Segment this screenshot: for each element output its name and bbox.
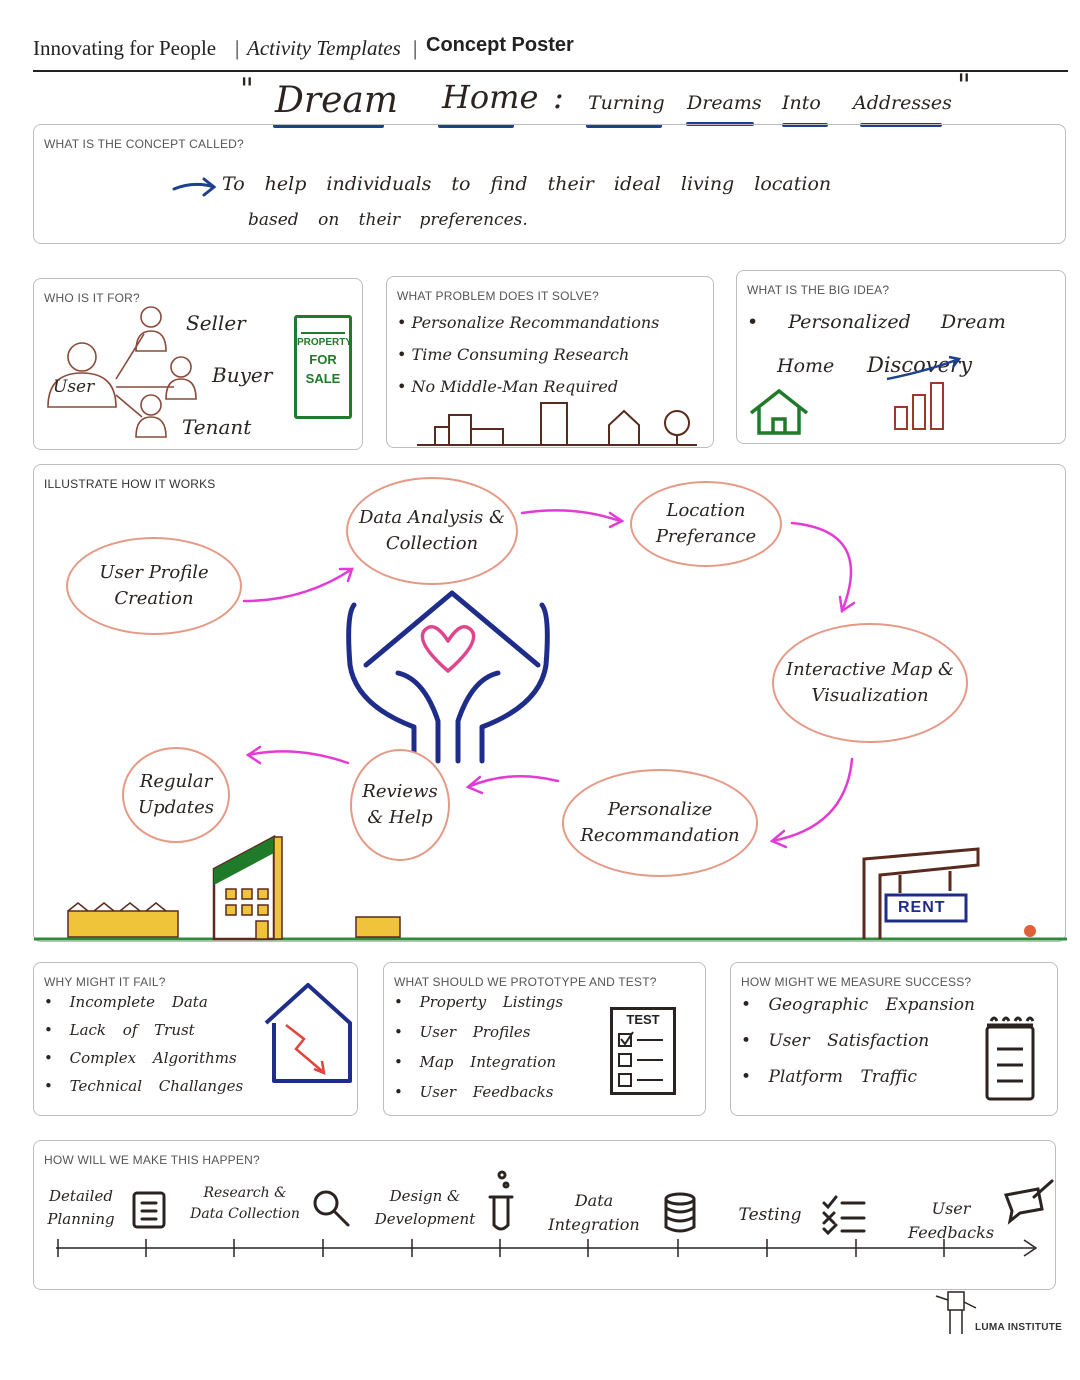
title-word: Addresses [853, 92, 952, 114]
title-word: Home [442, 78, 539, 116]
sign-line: SALE [305, 371, 341, 386]
title-word: Turning [588, 92, 665, 114]
database-icon [664, 1192, 696, 1233]
apartment-building-icon [212, 834, 283, 941]
step-regular-updates: Regular Updates [122, 747, 230, 843]
magnifier-icon [313, 1190, 350, 1227]
fail-item: • Technical Challanges [44, 1077, 244, 1095]
timeline-step: Research &Data Collection [190, 1185, 300, 1222]
user-network-diagram [47, 306, 197, 438]
fail-item: • Complex Algorithms [44, 1049, 237, 1067]
happen-label: HOW WILL WE MAKE THIS HAPPEN? [44, 1153, 260, 1167]
test-card-title: TEST [626, 1012, 660, 1027]
illustrate-section: ILLUSTRATE HOW IT WORKS [33, 464, 1067, 942]
problem-item: • Personalize Recommandations [397, 313, 660, 332]
tenant-label: Tenant [182, 415, 252, 439]
rent-sign-text: RENT [898, 899, 946, 916]
concept-line-2: based on their preferences. [248, 210, 528, 230]
concept-section: WHAT IS THE CONCEPT CALLED? To help indi… [33, 124, 1066, 244]
prototype-item: • User Feedbacks [394, 1083, 554, 1101]
step-reviews-help: Reviews & Help [350, 749, 450, 861]
title-colon: : [553, 78, 564, 116]
title-word: Dream [275, 80, 398, 121]
concept-line-1: To help individuals to find their ideal … [222, 173, 832, 195]
title-underlines [273, 122, 942, 128]
timeline [56, 1170, 1054, 1257]
city-skyline-icon [417, 402, 697, 446]
seller-label: Seller [186, 311, 246, 335]
fail-item: • Incomplete Data [44, 993, 208, 1011]
hands-heart-house-icon [346, 590, 550, 764]
prototype-section: WHAT SHOULD WE PROTOTYPE AND TEST? • Pro… [383, 962, 706, 1116]
prototype-label: WHAT SHOULD WE PROTOTYPE AND TEST? [394, 975, 657, 989]
feedback-pen-icon [1003, 1179, 1054, 1225]
step-personalize: Personalize Recommandation [562, 769, 758, 877]
header-page-name: Concept Poster [426, 34, 574, 56]
idea-line-2a: Home [777, 355, 835, 377]
title-word: Dreams [687, 92, 762, 114]
flow-arrows [34, 509, 1067, 941]
home-growth-icon [749, 355, 962, 435]
user-label: User [53, 377, 95, 397]
measure-item: • Platform Traffic [741, 1067, 918, 1087]
ground-decorations [34, 834, 1067, 941]
title-open-quote: " [240, 72, 254, 107]
problem-item: • No Middle-Man Required [397, 377, 619, 396]
small-fence-icon [355, 916, 401, 938]
test-tube-icon [488, 1170, 514, 1231]
step-data-analysis: Data Analysis & Collection [346, 477, 518, 585]
luma-mascot-icon [935, 1291, 977, 1334]
sign-line: PROPERTY [297, 337, 353, 348]
header-separator: | [235, 36, 240, 60]
concept-label: WHAT IS THE CONCEPT CALLED? [44, 137, 244, 151]
problem-label: WHAT PROBLEM DOES IT SOLVE? [397, 289, 599, 303]
step-location-preference: Location Preferance [630, 481, 782, 567]
measure-item: • Geographic Expansion [741, 995, 975, 1015]
property-sign-icon: PROPERTY FOR SALE [294, 315, 352, 419]
measure-label: HOW MIGHT WE MEASURE SUCCESS? [741, 975, 972, 989]
prototype-item: • Property Listings [394, 993, 564, 1011]
checklist-icon [822, 1195, 866, 1236]
who-section: WHO IS IT FOR? User Seller Buyer Tenant … [33, 278, 363, 450]
illustrate-label: ILLUSTRATE HOW IT WORKS [44, 477, 216, 491]
timeline-step: Design &Development [374, 1187, 476, 1228]
arrow-right-icon [172, 177, 217, 197]
sign-line: FOR [309, 352, 337, 367]
checklist-notepad-icon [985, 1016, 1035, 1101]
prototype-item: • User Profiles [394, 1023, 531, 1041]
rent-sign-icon [862, 847, 980, 939]
idea-label: WHAT IS THE BIG IDEA? [747, 283, 890, 297]
problem-item: • Time Consuming Research [397, 345, 630, 364]
planning-document-icon [132, 1191, 166, 1229]
who-label: WHO IS IT FOR? [44, 291, 140, 305]
fail-item: • Lack of Trust [44, 1021, 195, 1039]
step-user-profile: User Profile Creation [66, 537, 242, 635]
poster-title: " Dream Home : Turning Dreams Into Addre… [0, 68, 1080, 132]
step-interactive-map: Interactive Map & Visualization [772, 623, 968, 743]
header-title: Innovating for People [33, 36, 217, 60]
title-word: Into [782, 92, 821, 114]
falling-house-icon [264, 983, 352, 1083]
fail-label: WHY MIGHT IT FAIL? [44, 975, 166, 989]
idea-section: WHAT IS THE BIG IDEA? • Personalized Dre… [736, 270, 1066, 444]
title-close-quote: " [957, 68, 971, 103]
measure-section: HOW MIGHT WE MEASURE SUCCESS? • Geograph… [730, 962, 1058, 1116]
problem-section: WHAT PROBLEM DOES IT SOLVE? • Personaliz… [386, 276, 714, 448]
idea-line-1: • Personalized Dream [747, 311, 1006, 333]
fail-section: WHY MIGHT IT FAIL? • Incomplete Data • L… [33, 962, 358, 1116]
prototype-item: • Map Integration [394, 1053, 557, 1071]
buyer-label: Buyer [212, 363, 273, 387]
test-card-icon: TEST [610, 1007, 676, 1095]
header-separator: | [413, 36, 418, 60]
measure-item: • User Satisfaction [741, 1031, 930, 1051]
header-subtitle: Activity Templates [247, 36, 401, 60]
footer-brand: LUMA INSTITUTE [975, 1322, 1063, 1333]
header-bar: Innovating for People | Activity Templat… [33, 30, 1068, 72]
timeline-step: Testing [738, 1205, 802, 1225]
